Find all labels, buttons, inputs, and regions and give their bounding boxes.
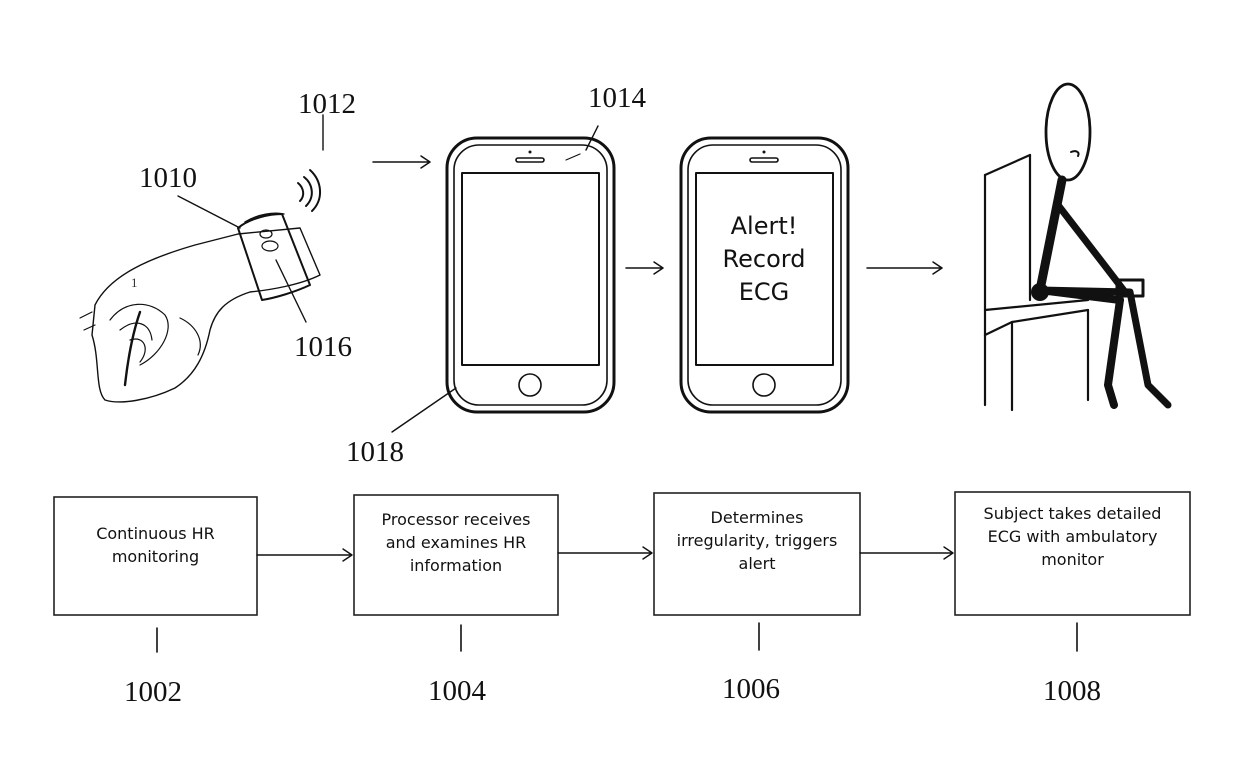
ref-numeral-1016: 1016 [294,331,352,363]
flow-arrow-1004-to-1006 [558,547,652,559]
ref-numeral-1004: 1004 [428,675,487,707]
flow-arrow-1006-to-1008 [860,547,953,559]
ref-numeral-1018: 1018 [346,436,404,468]
seated-subject-illustration [985,84,1168,410]
flow-arrow-1002-to-1004 [257,549,352,561]
wireless-signal-icon [298,115,323,211]
ref-numeral-1002: 1002 [124,676,182,708]
ref-numeral-1014: 1014 [588,82,647,114]
leader-lines [178,126,598,432]
step-label-1002: Continuous HR monitoring [56,522,255,568]
ref-numeral-1006: 1006 [722,673,780,705]
alert-screen-message: Alert! Record ECG [694,210,834,309]
flow-arrows-top [373,156,942,274]
ref-numeral-1008: 1008 [1043,675,1101,707]
alert-line: Alert! [694,210,834,243]
alert-line: ECG [694,276,834,309]
svg-text:1: 1 [131,275,138,290]
smartphone-receiver [447,138,614,412]
hand-with-wearable-illustration: 1 [80,213,320,402]
alert-line: Record [694,243,834,276]
step-label-1004: Processor receives and examines HR infor… [356,508,556,577]
step-label-1008: Subject takes detailed ECG with ambulato… [957,502,1188,571]
ref-numeral-1012: 1012 [298,88,356,120]
step-label-1006: Determines irregularity, triggers alert [656,506,858,575]
ref-numeral-1010: 1010 [139,162,197,194]
